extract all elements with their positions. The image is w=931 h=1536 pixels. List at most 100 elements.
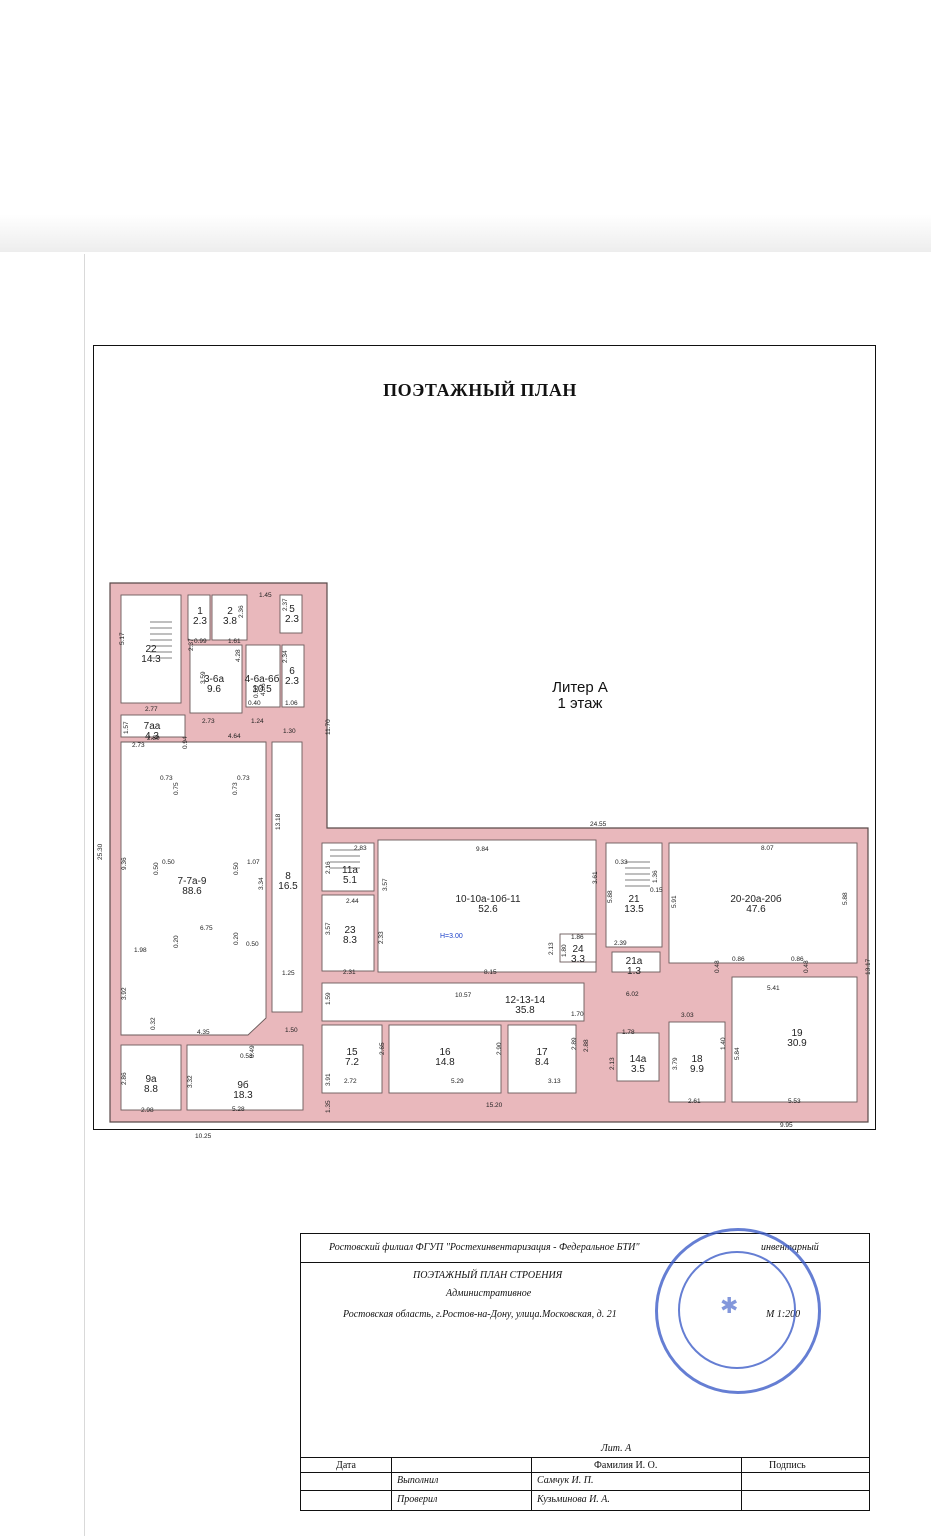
room-number: 6	[289, 666, 295, 677]
page-title: ПОЭТАЖНЫЙ ПЛАН	[383, 380, 577, 400]
room-area: 1.3	[627, 966, 641, 977]
dimension-label: 5.88	[842, 892, 849, 905]
room-cell-22	[120, 594, 182, 704]
dimension-label: 2.77	[145, 706, 158, 713]
stair-21	[625, 861, 650, 887]
room-number: 18	[691, 1054, 703, 1065]
room-area: 30.9	[787, 1038, 807, 1049]
dimension-label: 0.86	[791, 956, 804, 963]
dimension-label: 1.80	[561, 944, 568, 957]
dimension-label: 9.84	[476, 846, 489, 853]
dimension-label: 1.86	[571, 934, 584, 941]
dimension-label: 3.91	[325, 1073, 332, 1086]
room-cell-12-13-14	[321, 982, 585, 1022]
tb-col-name: Фамилия И. О.	[594, 1460, 658, 1471]
room-area: 8.3	[343, 935, 357, 946]
dimension-label: 0.50	[253, 685, 260, 698]
room-cell-7aa	[120, 714, 186, 738]
dimension-label: 3.92	[121, 987, 128, 1000]
room-number: 21	[628, 894, 640, 905]
dimension-label: 1.70	[571, 1011, 584, 1018]
dimension-label: 4.35	[197, 1029, 210, 1036]
room-area: 2.3	[193, 616, 207, 627]
room-area: 10.5	[252, 684, 272, 695]
dimension-label: 0.50	[153, 862, 160, 875]
dimension-label: 5.91	[671, 895, 678, 908]
dimension-label: 2.88	[583, 1039, 590, 1052]
room-number: 10-10а-10б-11	[455, 893, 520, 905]
room-number: 7-7а-9	[178, 876, 207, 887]
dimension-label: 1.98	[134, 947, 147, 954]
dimension-label: 2.73	[202, 718, 215, 725]
room-cell-14a	[616, 1032, 660, 1082]
tb-purpose: Административное	[446, 1288, 532, 1299]
dimension-label: 1.35	[325, 1100, 332, 1113]
dimension-label: 1.40	[720, 1037, 727, 1050]
dimension-label: 2.73	[132, 742, 145, 749]
room-cell-9b	[186, 1044, 304, 1111]
room-area: 3.3	[571, 954, 585, 965]
dimension-label: 0.73	[237, 775, 250, 782]
room-area: 7.2	[345, 1057, 359, 1068]
room-cell-1	[187, 594, 211, 641]
room-cell-2	[211, 594, 248, 641]
room-cell-11a	[321, 842, 375, 892]
dimension-label: 0.20	[233, 932, 240, 945]
room-cell-18	[668, 1021, 726, 1103]
tb-org: Ростовский филиал ФГУП "Ростехинвентариз…	[329, 1242, 640, 1253]
room-number: 4-6а-6б	[245, 673, 280, 685]
dimension-label: 1.45	[259, 592, 272, 599]
room-cell-6	[281, 644, 305, 708]
dimension-label: 8.15	[484, 969, 497, 976]
dimension-label: 0.50	[162, 859, 175, 866]
dimension-label: 0.73	[160, 775, 173, 782]
dimension-label: 1.36	[652, 870, 659, 883]
dimension-label: 1.78	[622, 1029, 635, 1036]
dimension-label: 1.57	[123, 721, 130, 734]
room-area: 3.5	[631, 1064, 645, 1075]
room-cells	[120, 594, 858, 1111]
ceiling-height: H=3.00	[440, 933, 463, 940]
room-number: 17	[536, 1047, 548, 1058]
room-number: 3-6а	[204, 674, 224, 685]
dimension-label: 2.89	[571, 1037, 578, 1050]
dimension-label: 2.36	[238, 605, 245, 618]
room-area: 8.4	[535, 1057, 549, 1068]
dimension-label: 2.37	[188, 638, 195, 651]
dimension-label: 3.03	[681, 1012, 694, 1019]
dimension-label: 10.25	[195, 1133, 212, 1140]
dimension-label: 0.48	[803, 960, 810, 973]
dimension-label: 10.57	[455, 992, 472, 999]
dimension-label: 5.88	[607, 890, 614, 903]
dimension-label: 2.16	[325, 861, 332, 874]
dimension-label: 3.34	[258, 877, 265, 890]
dimension-label: 2.80	[147, 735, 160, 742]
room-number: 9б	[237, 1079, 249, 1091]
tb-row1-role: Выполнил	[397, 1475, 439, 1486]
room-cell-17	[507, 1024, 577, 1094]
dimension-label: 2.72	[344, 1078, 357, 1085]
dimension-label: 1.61	[228, 638, 241, 645]
dimension-label: 1.59	[325, 992, 332, 1005]
room-area: 52.6	[478, 904, 498, 915]
room-number: 15	[346, 1047, 358, 1058]
dimension-label: 2.86	[121, 1072, 128, 1085]
dimension-label: 3.59	[200, 671, 207, 684]
dimension-label: 5.41	[767, 985, 780, 992]
dimension-label: 0.20	[173, 935, 180, 948]
room-number: 24	[572, 944, 584, 955]
dimension-label: 0.50	[233, 862, 240, 875]
dimension-label: 0.40	[248, 700, 261, 707]
room-area: 88.6	[182, 886, 202, 897]
dimension-label: 2.37	[282, 598, 289, 611]
room-number: 8	[285, 871, 291, 882]
dimension-label: 0.86	[732, 956, 745, 963]
room-number: 7аа	[144, 721, 161, 732]
room-area: 35.8	[515, 1005, 535, 1016]
room-cell-15	[321, 1024, 383, 1094]
room-number: 12-13-14	[505, 995, 545, 1006]
dimension-label: 9.95	[780, 1122, 793, 1129]
room-area: 47.6	[746, 904, 766, 915]
dimension-label: 0.32	[150, 1017, 157, 1030]
